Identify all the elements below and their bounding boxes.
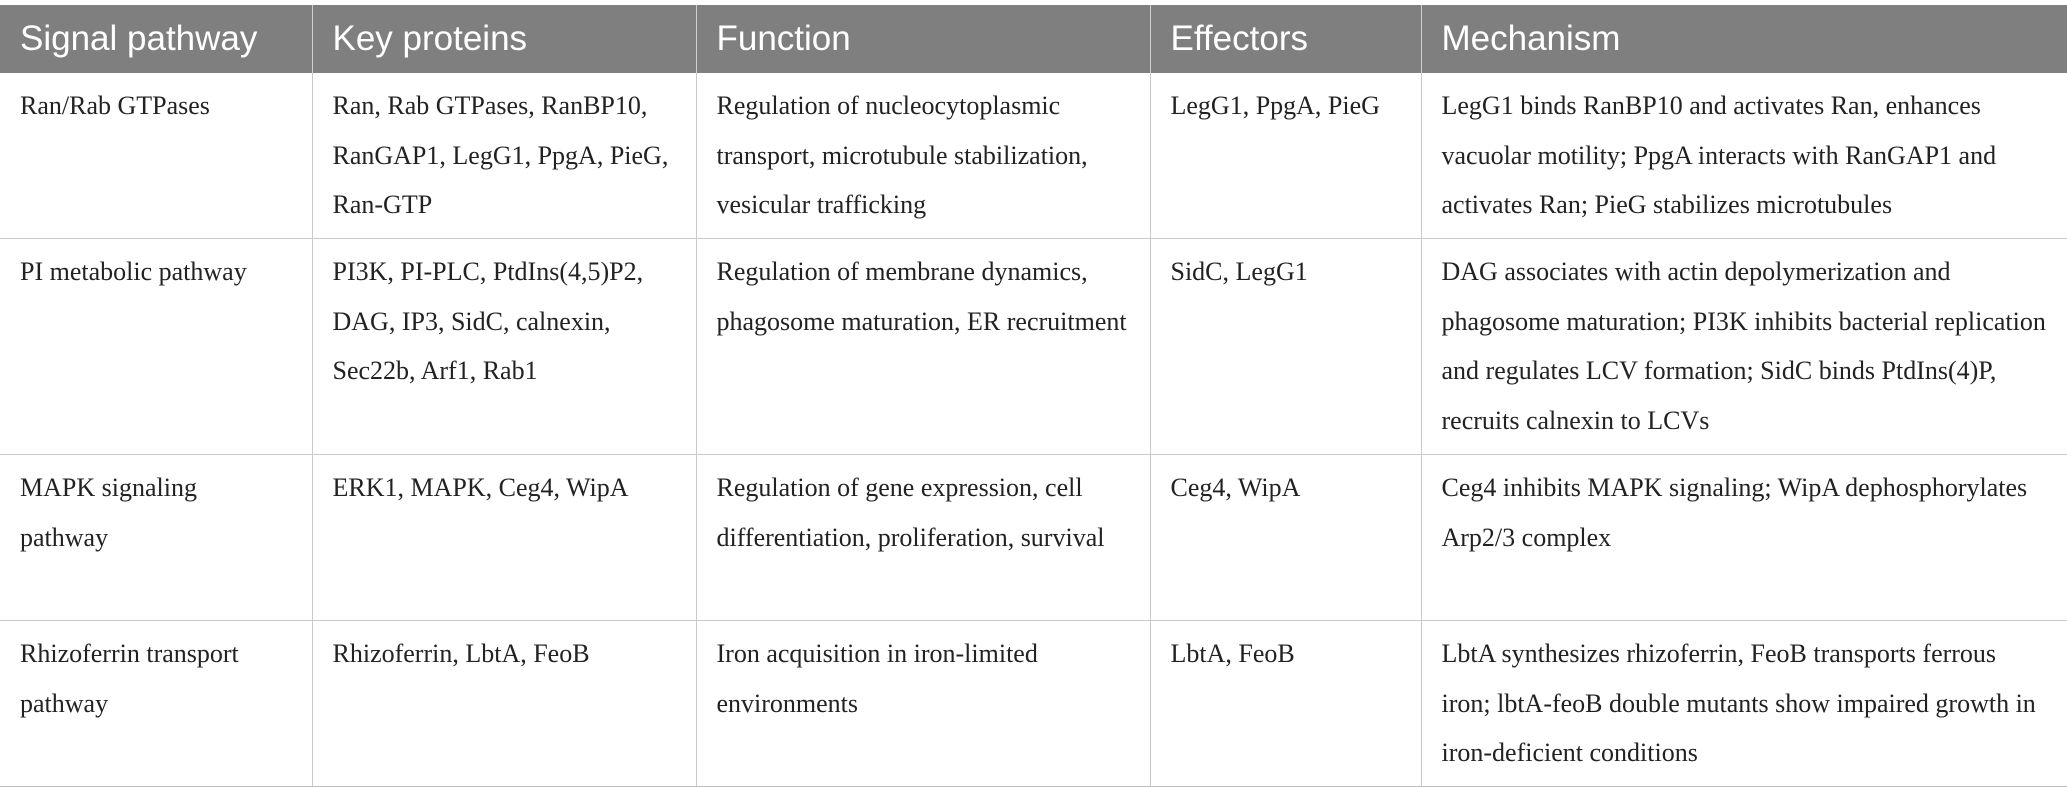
header-function: Function bbox=[696, 5, 1151, 73]
table-body: Ran/Rab GTPases Ran, Rab GTPases, RanBP1… bbox=[0, 73, 2067, 787]
cell-proteins: PI3K, PI-PLC, PtdIns(4,5)P2, DAG, IP3, S… bbox=[312, 238, 697, 455]
cell-mechanism: DAG associates with actin depolymerizati… bbox=[1421, 238, 2067, 455]
cell-pathway: PI metabolic pathway bbox=[0, 238, 313, 455]
cell-effectors: LbtA, FeoB bbox=[1150, 620, 1422, 787]
cell-function: Regulation of nucleocytoplasmic transpor… bbox=[696, 73, 1151, 239]
cell-pathway: MAPK signaling pathway bbox=[0, 454, 313, 621]
cell-function: Regulation of membrane dynamics, phagoso… bbox=[696, 238, 1151, 455]
pathway-table: Signal pathway Key proteins Function Eff… bbox=[0, 5, 2067, 787]
table-row: MAPK signaling pathway ERK1, MAPK, Ceg4,… bbox=[0, 454, 2067, 621]
table-row: Ran/Rab GTPases Ran, Rab GTPases, RanBP1… bbox=[0, 73, 2067, 239]
cell-pathway: Ran/Rab GTPases bbox=[0, 73, 313, 239]
table-row: Rhizoferrin transport pathway Rhizoferri… bbox=[0, 620, 2067, 787]
header-mechanism: Mechanism bbox=[1421, 5, 2067, 73]
cell-effectors: SidC, LegG1 bbox=[1150, 238, 1422, 455]
cell-effectors: LegG1, PpgA, PieG bbox=[1150, 73, 1422, 239]
cell-pathway: Rhizoferrin transport pathway bbox=[0, 620, 313, 787]
header-key-proteins: Key proteins bbox=[312, 5, 697, 73]
header-row: Signal pathway Key proteins Function Eff… bbox=[0, 5, 2067, 73]
cell-mechanism: LbtA synthesizes rhizoferrin, FeoB trans… bbox=[1421, 620, 2067, 787]
cell-proteins: Rhizoferrin, LbtA, FeoB bbox=[312, 620, 697, 787]
table-row: PI metabolic pathway PI3K, PI-PLC, PtdIn… bbox=[0, 238, 2067, 455]
cell-proteins: Ran, Rab GTPases, RanBP10, RanGAP1, LegG… bbox=[312, 73, 697, 239]
cell-mechanism: LegG1 binds RanBP10 and activates Ran, e… bbox=[1421, 73, 2067, 239]
cell-mechanism: Ceg4 inhibits MAPK signaling; WipA depho… bbox=[1421, 454, 2067, 621]
cell-proteins: ERK1, MAPK, Ceg4, WipA bbox=[312, 454, 697, 621]
table-header: Signal pathway Key proteins Function Eff… bbox=[0, 5, 2067, 73]
header-signal-pathway: Signal pathway bbox=[0, 5, 313, 73]
cell-function: Regulation of gene expression, cell diff… bbox=[696, 454, 1151, 621]
header-effectors: Effectors bbox=[1150, 5, 1422, 73]
cell-function: Iron acquisition in iron-limited environ… bbox=[696, 620, 1151, 787]
cell-effectors: Ceg4, WipA bbox=[1150, 454, 1422, 621]
